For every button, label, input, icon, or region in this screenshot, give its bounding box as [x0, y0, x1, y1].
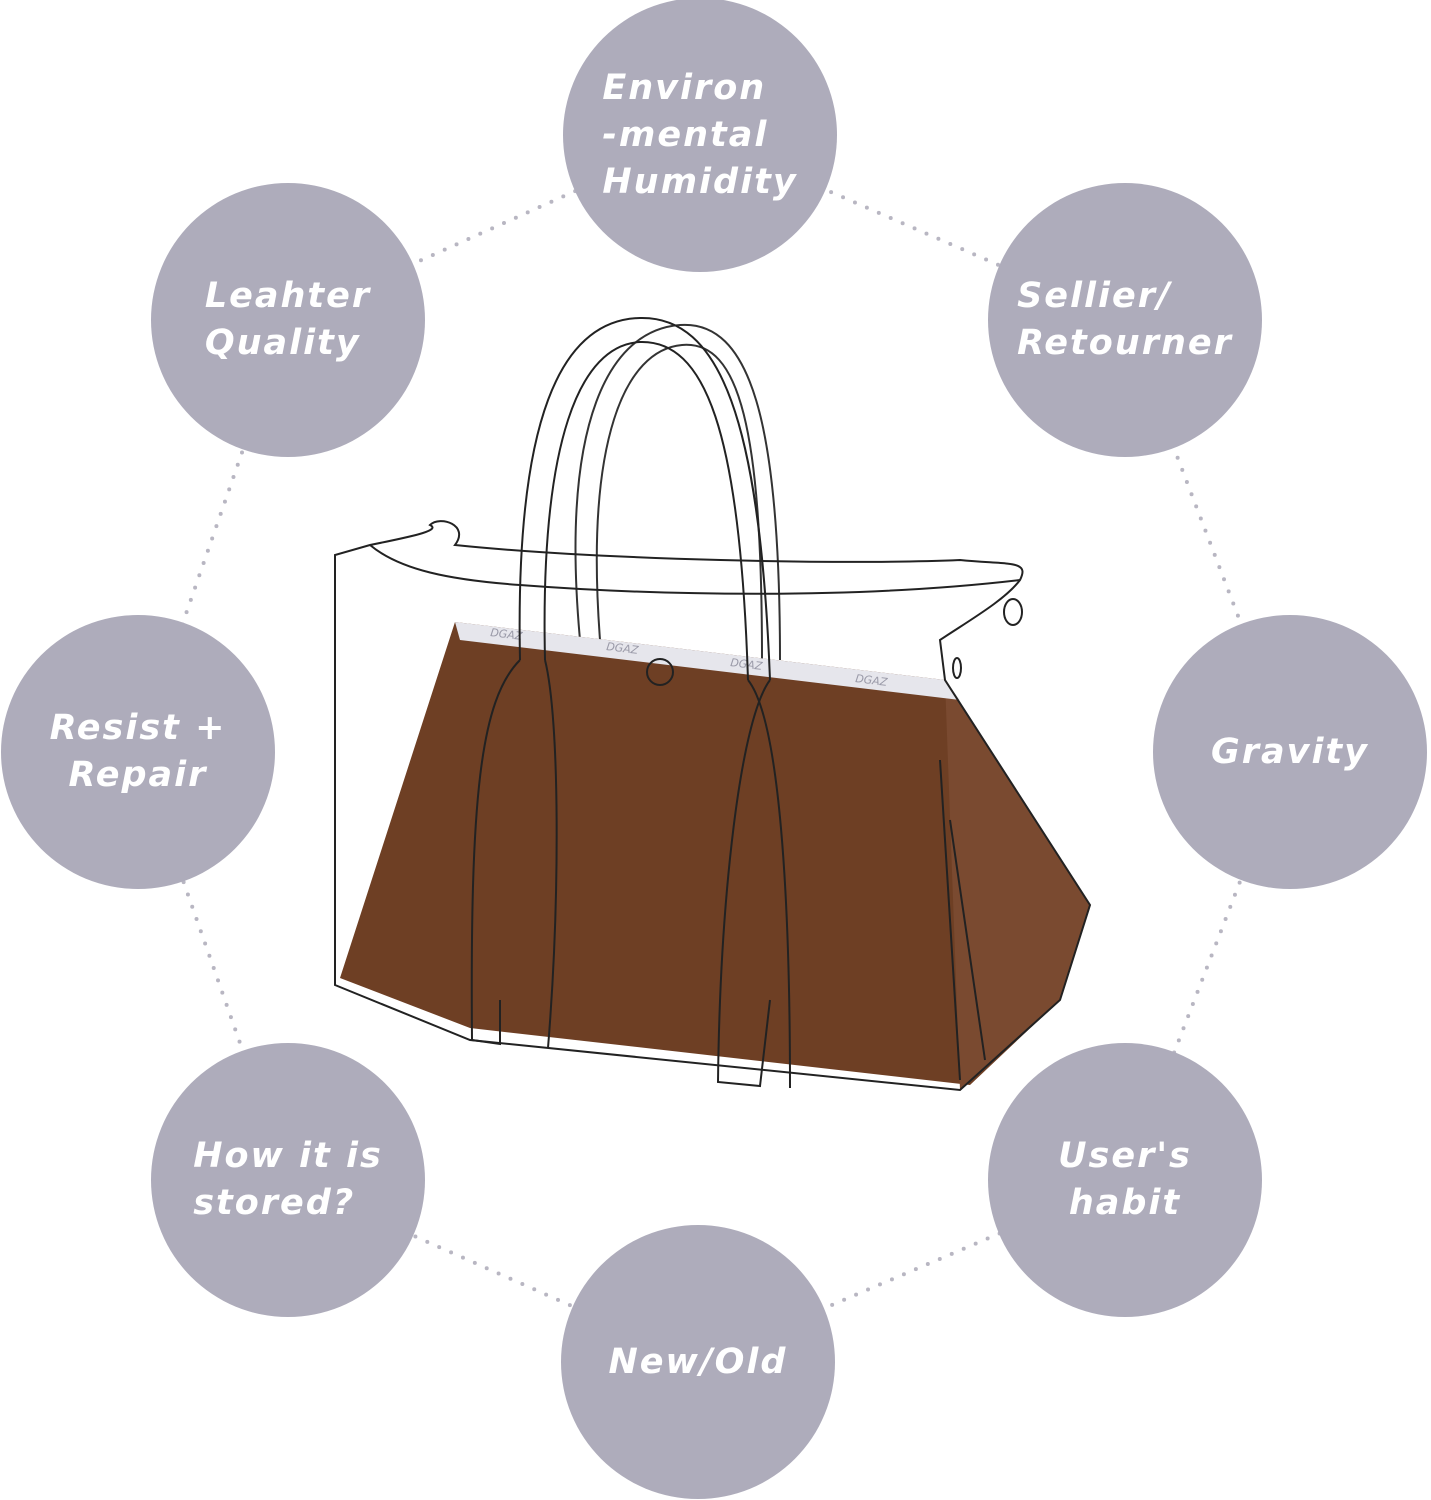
factor-label: New/Old: [608, 1341, 788, 1382]
factor-leather-quality: Leahter Quality: [151, 183, 425, 457]
svg-text:DGAZ: DGAZ: [606, 640, 640, 657]
factor-sellier-retourner: Sellier/ Retourner: [988, 183, 1262, 457]
svg-text:DGAZ: DGAZ: [490, 626, 524, 643]
factor-label: User's habit: [1058, 1136, 1192, 1223]
factor-label: Resist + Repair: [49, 708, 227, 795]
factor-environmental-humidity: Environ -mental Humidity: [563, 0, 837, 272]
factor-how-stored: How it is stored?: [151, 1043, 425, 1317]
factor-new-old: New/Old: [561, 1225, 835, 1499]
factor-label: Gravity: [1211, 731, 1369, 772]
factor-label: Environ -mental Humidity: [602, 67, 798, 202]
factor-label: How it is stored?: [193, 1136, 383, 1223]
factor-label: Sellier/ Retourner: [1017, 276, 1233, 363]
factor-gravity: Gravity: [1153, 615, 1427, 889]
factor-label: Leahter Quality: [204, 276, 372, 363]
factor-users-habit: User's habit: [988, 1043, 1262, 1317]
svg-text:DGAZ: DGAZ: [855, 672, 889, 689]
factor-resist-repair: Resist + Repair: [1, 615, 275, 889]
